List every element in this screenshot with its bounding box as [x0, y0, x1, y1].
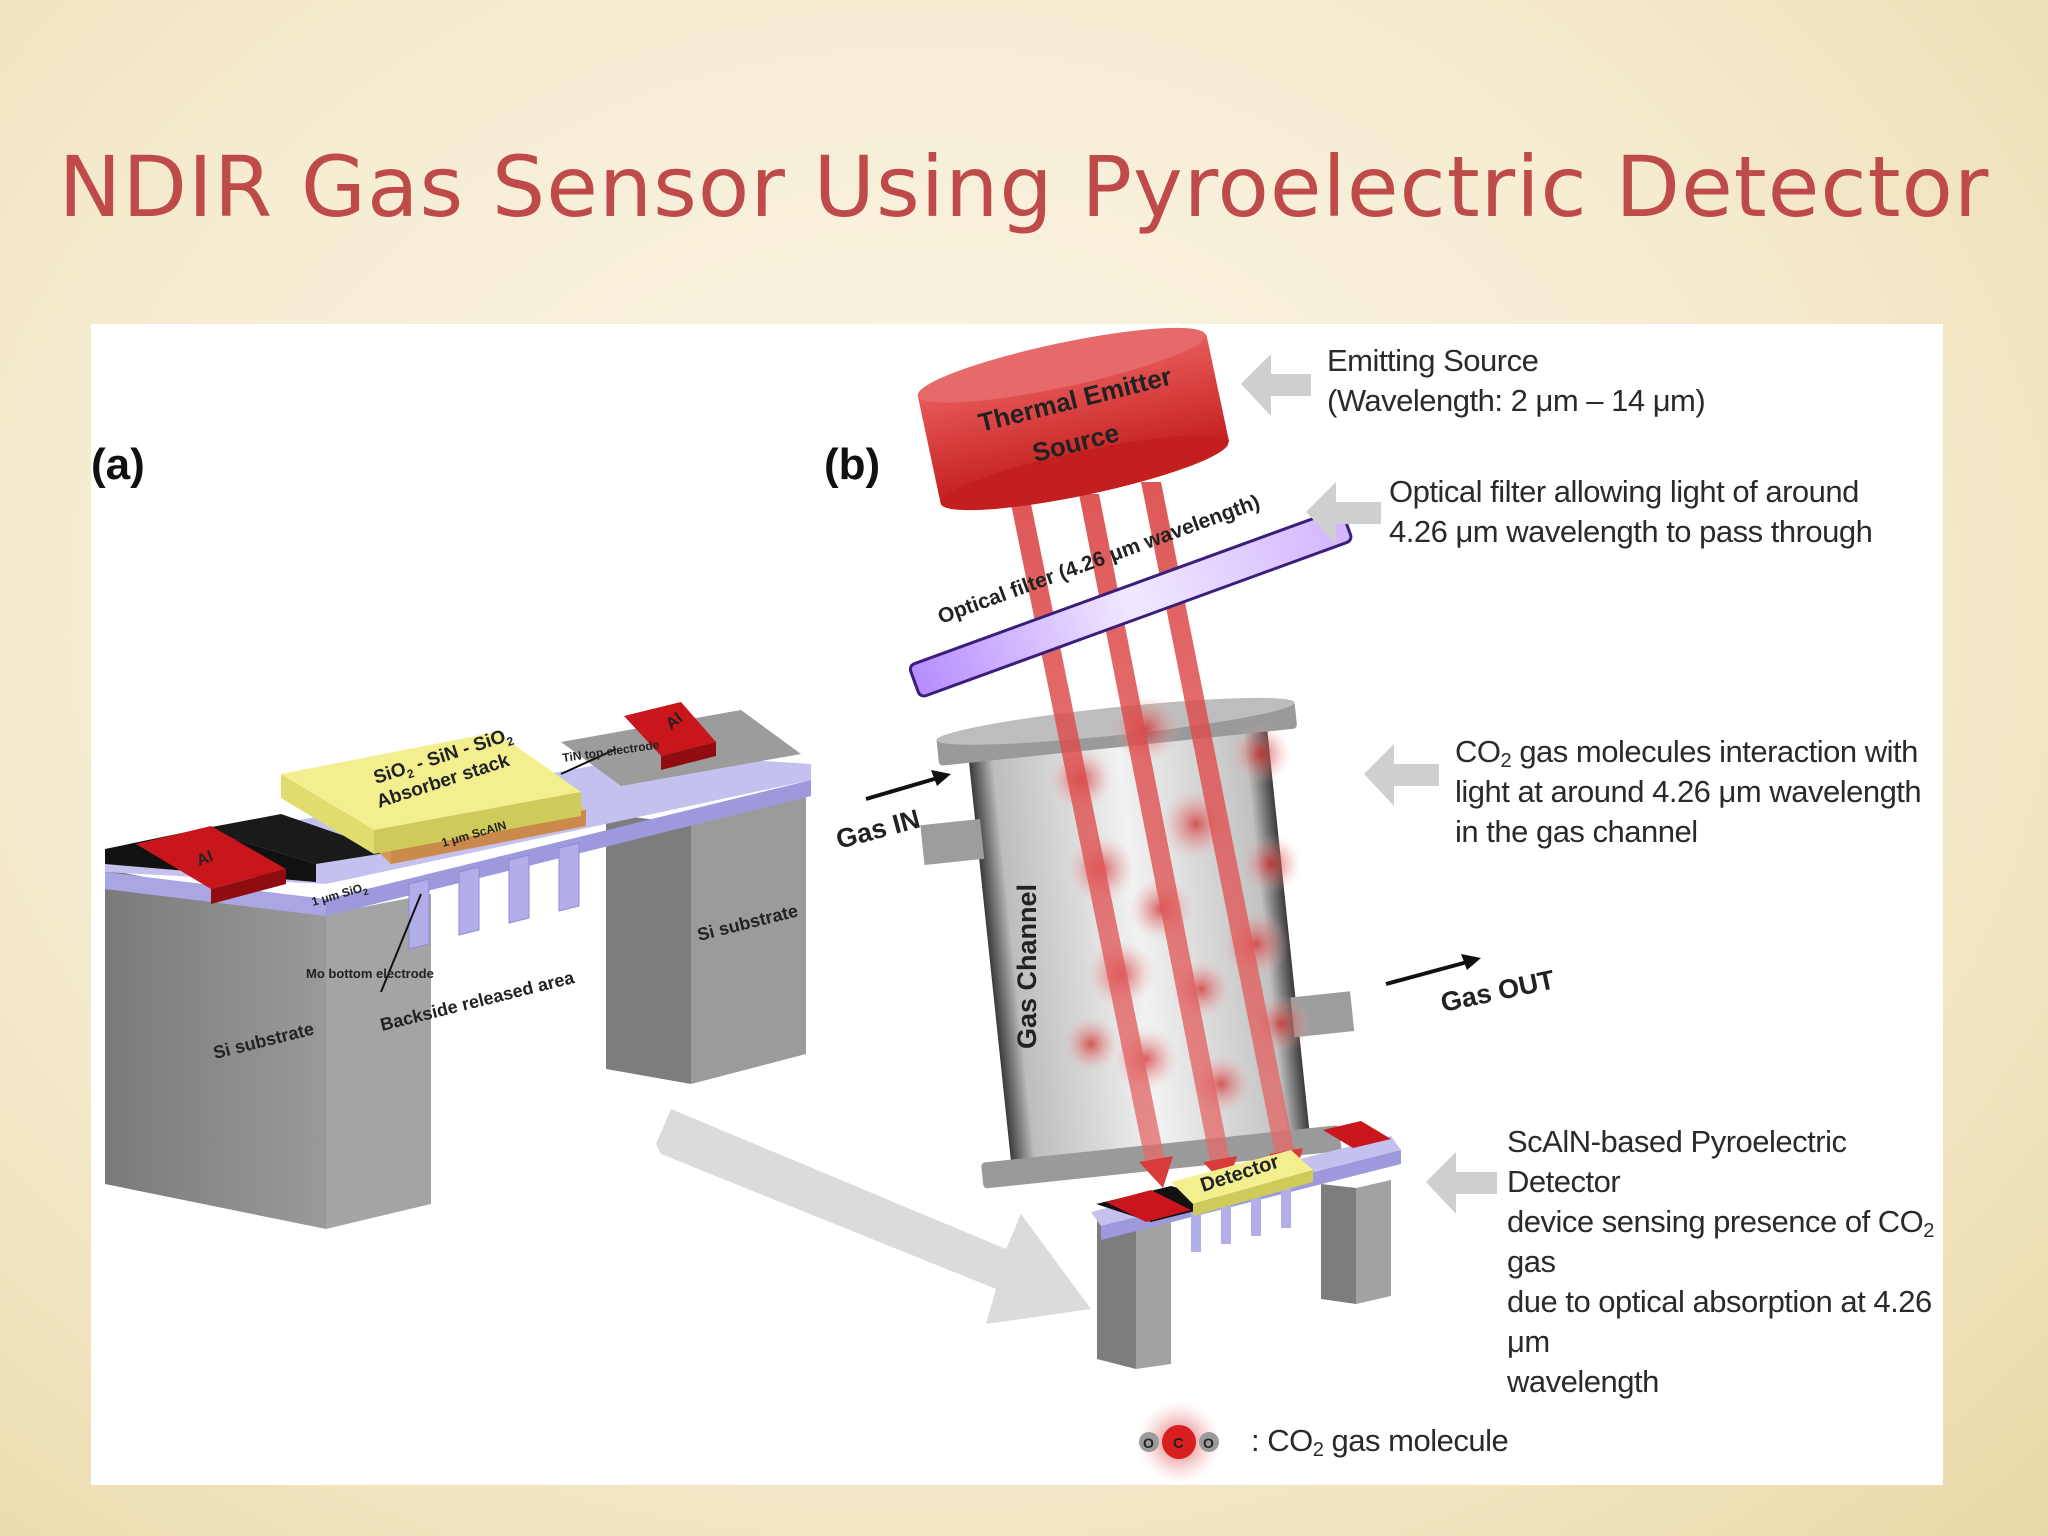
- emitting-source-caption: Emitting Source (Wavelength: 2 μm – 14 μ…: [1327, 343, 1706, 418]
- gas-in-arrow: [865, 775, 942, 801]
- left-al-label: Al: [195, 848, 216, 869]
- emitter-top: [917, 327, 1206, 403]
- legend-oxygen-left: [1139, 1432, 1159, 1452]
- right-al-pad-top: [624, 702, 716, 756]
- mo-bottom-electrode-label: Mo bottom electrode: [306, 966, 434, 981]
- gas-in-label: Gas IN: [833, 804, 923, 855]
- detector-chip-top: [1171, 1150, 1313, 1204]
- a-to-b-arrow: [656, 1109, 1091, 1324]
- gas-channel-label: Gas Channel: [1012, 884, 1042, 1049]
- legend-oxygen-right: [1199, 1432, 1219, 1452]
- mo-leader-line: [380, 893, 422, 993]
- detector-left-leg-front: [1136, 1219, 1171, 1369]
- legend-atom-c: C: [1173, 1435, 1184, 1452]
- gas-out-arrow: [1385, 959, 1472, 986]
- detector-right-leg: [1321, 1184, 1356, 1304]
- detector-chip-side: [1193, 1170, 1313, 1216]
- absorber-stack-front: [281, 774, 374, 854]
- beam-left: [1011, 504, 1166, 1166]
- emitter-body: [917, 334, 1230, 504]
- detector-caption: ScAlN-based Pyroelectric Detector device…: [1507, 1124, 1934, 1399]
- gas-in-pipe: [920, 818, 985, 866]
- optical-filter: [908, 508, 1353, 698]
- co2-legend-text: : CO2 gas molecule: [1251, 1423, 1509, 1462]
- co2-legend-molecule: O C O: [1137, 1400, 1221, 1484]
- detector-callout-arrow: [1426, 1152, 1497, 1214]
- filter-callout-arrow: [1306, 482, 1381, 544]
- panel-a-device: Al Al SiO2 - SiN - SiO2 Absorber stack T…: [105, 702, 811, 1229]
- detector-fins: [1191, 1188, 1291, 1252]
- gas-out-label: Gas OUT: [1438, 964, 1558, 1017]
- panel-a-label: (a): [91, 440, 145, 489]
- detector-right-leg-front: [1356, 1180, 1391, 1304]
- co2-callout-arrow: [1364, 744, 1439, 806]
- detector-right-pad: [1323, 1121, 1391, 1148]
- beam-left-tip: [1139, 1156, 1173, 1188]
- thermal-emitter-source: [917, 327, 1230, 511]
- right-si-substrate-block: [606, 814, 691, 1084]
- detector-left-pad: [1106, 1190, 1191, 1222]
- emitter-bottom: [940, 435, 1229, 511]
- gas-in-arrowhead: [931, 770, 951, 786]
- legend-atom-o-left: O: [1143, 1435, 1154, 1451]
- detector-assembly: [1091, 1121, 1401, 1369]
- right-si-substrate-front: [691, 792, 806, 1084]
- absorber-stack-side: [374, 792, 581, 854]
- detector-left-leg: [1097, 1219, 1136, 1369]
- backside-release-fins: [408, 842, 580, 950]
- beam-right: [1141, 482, 1296, 1159]
- slide-title: NDIR Gas Sensor Using Pyroelectric Detec…: [58, 138, 1990, 236]
- left-si-substrate-front: [326, 894, 431, 1229]
- beam-middle: [1079, 494, 1231, 1166]
- mo-electrode-top: [201, 814, 391, 864]
- panel-b-label: (b): [824, 440, 881, 489]
- left-al-pad-side: [211, 869, 286, 904]
- sensor-figure: Al Al SiO2 - SiN - SiO2 Absorber stack T…: [91, 324, 1943, 1485]
- emitter-callout-arrow: [1241, 354, 1311, 416]
- left-si-substrate-block: [105, 869, 326, 1229]
- left-al-pad-top: [136, 826, 286, 889]
- optical-filter-caption: Optical filter allowing light of around …: [1389, 474, 1873, 549]
- legend-carbon: [1162, 1425, 1196, 1459]
- gas-out-arrowhead: [1461, 954, 1481, 970]
- legend-atom-o-right: O: [1203, 1435, 1214, 1451]
- figure-graphics: Al Al SiO2 - SiN - SiO2 Absorber stack T…: [105, 327, 1558, 1484]
- right-al-pad-side: [661, 742, 716, 770]
- absorber-stack-top: [281, 732, 581, 830]
- filter-disc: [908, 508, 1353, 698]
- ir-light-beams: [1011, 482, 1303, 1188]
- tin-leader-line: [560, 748, 617, 775]
- co2-interaction-caption: CO2 gas molecules interaction with light…: [1455, 734, 1922, 849]
